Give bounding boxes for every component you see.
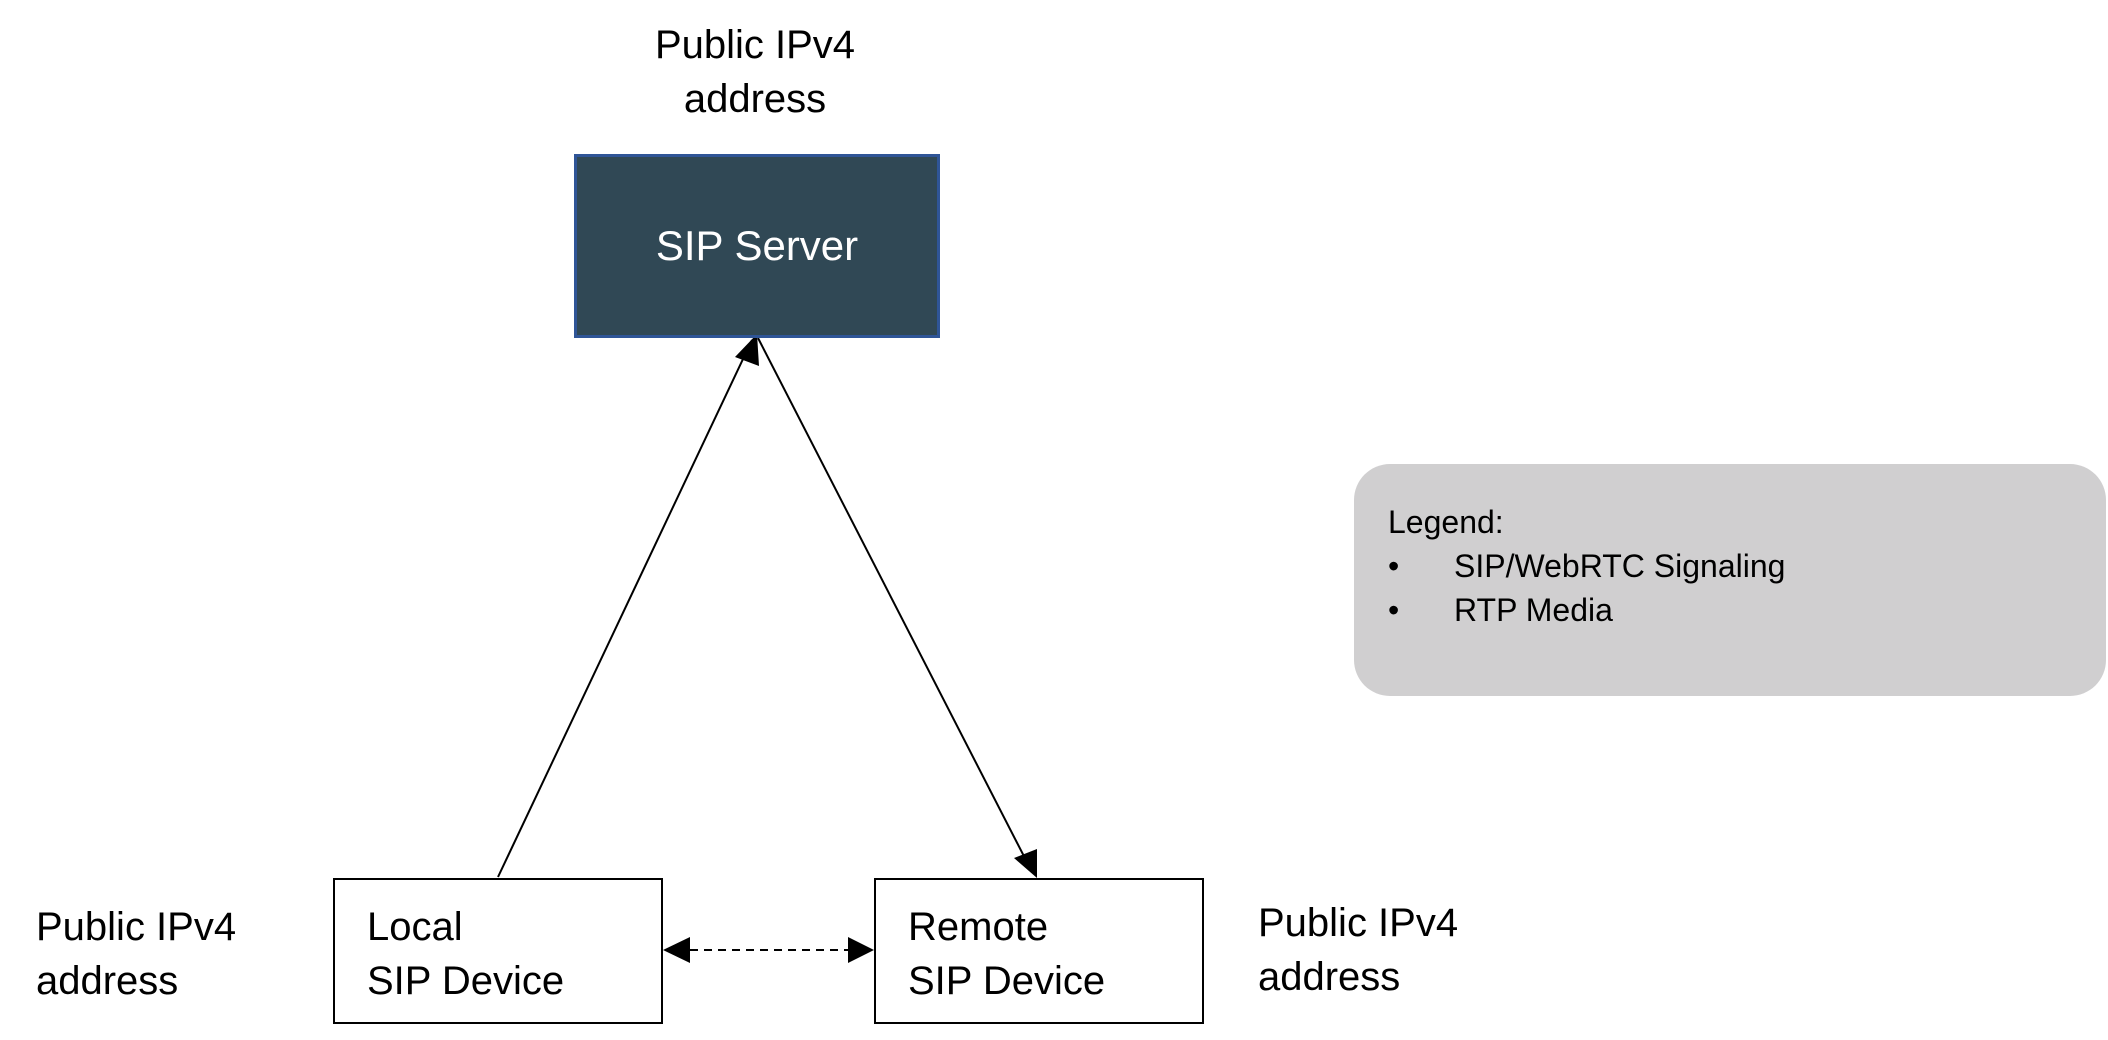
bullet: •	[1388, 548, 1400, 584]
sip-server-label: SIP Server	[655, 222, 859, 269]
local-device-line2: SIP Device	[367, 959, 565, 1003]
signaling-local-to-server	[497, 334, 759, 878]
rtp-media-local-remote	[663, 937, 874, 963]
local-device-line1: Local	[367, 905, 463, 949]
legend-title: Legend:	[1388, 504, 1504, 540]
sip-server-box: SIP Server	[574, 154, 940, 338]
signaling-server-to-remote	[757, 337, 1037, 878]
remote-device-line2: SIP Device	[908, 959, 1106, 1003]
legend-item-label: SIP/WebRTC Signaling	[1454, 548, 1786, 584]
legend-box: Legend: • SIP/WebRTC Signaling • RTP Med…	[1354, 464, 2106, 696]
server-address-label: Public IPv4 address	[654, 23, 856, 121]
local-address-label: Public IPv4 address	[36, 905, 237, 1003]
local-sip-device-box: Local SIP Device	[333, 878, 663, 1024]
legend-item-label: RTP Media	[1454, 592, 1613, 628]
bullet: •	[1388, 592, 1400, 628]
remote-device-line1: Remote	[908, 905, 1049, 949]
remote-sip-device-box: Remote SIP Device	[874, 878, 1204, 1024]
remote-address-label: Public IPv4 address	[1258, 901, 1459, 999]
